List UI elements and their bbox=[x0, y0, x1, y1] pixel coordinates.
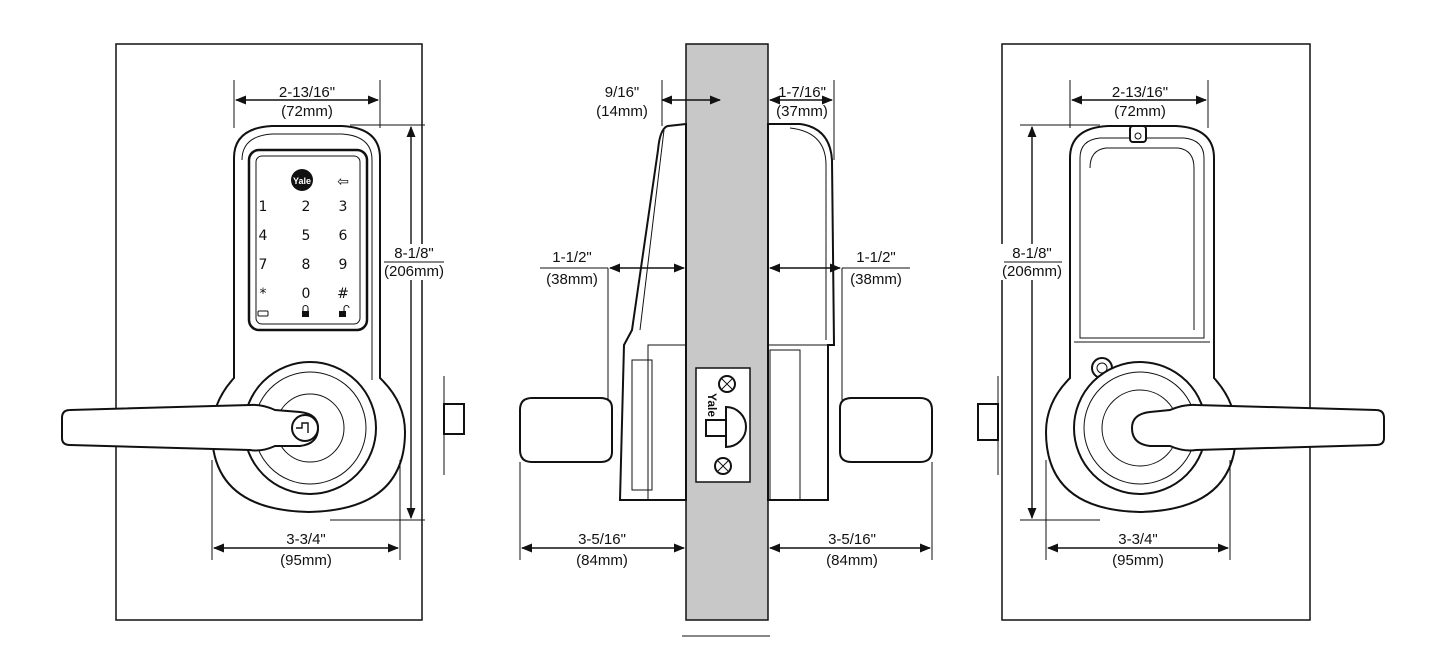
back-height-mm: (206mm) bbox=[1002, 263, 1062, 280]
back-view: 2-13/16" (72mm) 8-1/8" (206mm) 3-3/4" (9… bbox=[977, 43, 1385, 621]
front-latch-stub bbox=[443, 403, 465, 435]
keypad-key-3[interactable]: 3 bbox=[339, 199, 348, 215]
back-arrow-icon: ⇦ bbox=[337, 174, 349, 190]
side-outside-proj-mm: (14mm) bbox=[596, 103, 648, 120]
front-brand-text: Yale bbox=[293, 176, 311, 186]
side-outside-proj-in: 9/16" bbox=[605, 84, 640, 101]
key-cylinder-icon bbox=[291, 414, 319, 442]
keypad-key-hash[interactable]: # bbox=[337, 286, 349, 302]
back-lever-in: 3-3/4" bbox=[1118, 531, 1158, 548]
front-height-in: 8-1/8" bbox=[394, 245, 434, 262]
side-brand-text: Yale bbox=[705, 393, 719, 417]
side-inside-body bbox=[767, 123, 836, 501]
back-latch-stub bbox=[977, 403, 999, 441]
front-yale-logo bbox=[291, 169, 313, 191]
side-left-depth-in: 1-1/2" bbox=[552, 249, 592, 266]
unlock-icon bbox=[339, 311, 346, 317]
keypad-key-5[interactable]: 5 bbox=[302, 228, 311, 244]
back-height-in: 8-1/8" bbox=[1012, 245, 1052, 262]
side-left-lever-in: 3-5/16" bbox=[578, 531, 626, 548]
latch-bolt-icon bbox=[725, 405, 747, 449]
keypad-key-9[interactable]: 9 bbox=[339, 257, 348, 273]
side-left-depth-mm: (38mm) bbox=[546, 271, 598, 288]
side-outside-lever bbox=[519, 397, 613, 463]
keypad-key-star[interactable]: * bbox=[260, 286, 267, 302]
keypad-key-6[interactable]: 6 bbox=[339, 228, 348, 244]
side-right-depth-in: 1-1/2" bbox=[856, 249, 896, 266]
back-lever bbox=[1130, 403, 1385, 452]
lock-icon bbox=[302, 311, 309, 317]
front-height-mm: (206mm) bbox=[384, 263, 444, 280]
keypad-key-8[interactable]: 8 bbox=[302, 257, 311, 273]
keypad-key-0[interactable]: 0 bbox=[302, 286, 311, 302]
back-lever-mm: (95mm) bbox=[1112, 552, 1164, 569]
side-right-lever-mm: (84mm) bbox=[826, 552, 878, 569]
front-lever bbox=[61, 403, 320, 452]
front-keypad-window bbox=[247, 148, 369, 332]
back-width-in: 2-13/16" bbox=[1112, 84, 1168, 101]
battery-icon bbox=[257, 310, 269, 317]
back-width-mm: (72mm) bbox=[1114, 103, 1166, 120]
keypad-key-4[interactable]: 4 bbox=[259, 228, 268, 244]
side-inside-proj-in: 1-7/16" bbox=[778, 84, 826, 101]
front-lever-in: 3-3/4" bbox=[286, 531, 326, 548]
side-inside-lever bbox=[839, 397, 933, 463]
keypad-key-1[interactable]: 1 bbox=[259, 199, 268, 215]
side-view: Yale 9/16" (14mm) 1-7/16" (37mm) 1-1/2" … bbox=[519, 43, 933, 637]
side-inside-proj-mm: (37mm) bbox=[776, 103, 828, 120]
front-view: Yale ⇦ 1 2 3 4 5 6 7 8 9 * 0 # 2-13 bbox=[61, 43, 465, 621]
side-right-depth-mm: (38mm) bbox=[850, 271, 902, 288]
front-width-mm: (72mm) bbox=[281, 103, 333, 120]
side-left-lever-mm: (84mm) bbox=[576, 552, 628, 569]
front-lever-mm: (95mm) bbox=[280, 552, 332, 569]
side-right-lever-in: 3-5/16" bbox=[828, 531, 876, 548]
battery-cover-latch bbox=[1129, 125, 1147, 143]
door-section bbox=[685, 43, 769, 621]
front-width-in: 2-13/16" bbox=[279, 84, 335, 101]
keypad-key-2[interactable]: 2 bbox=[302, 199, 311, 215]
side-outside-body bbox=[618, 122, 687, 501]
keypad-key-7[interactable]: 7 bbox=[259, 257, 268, 273]
